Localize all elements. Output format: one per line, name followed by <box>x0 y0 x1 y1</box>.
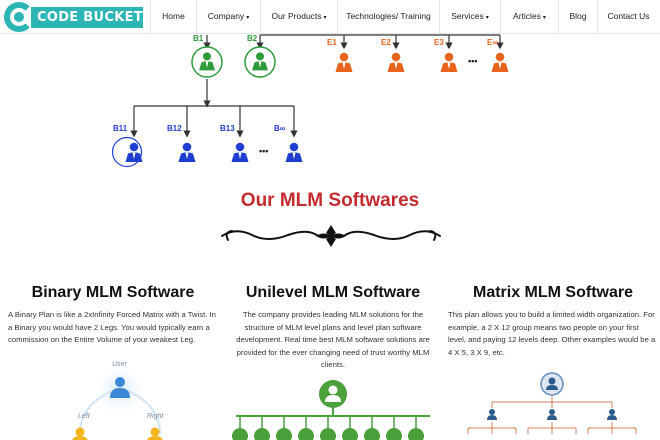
nav-articles[interactable]: Articles▾ <box>500 0 558 34</box>
tree-ellipsis-bottom: ••• <box>259 146 269 156</box>
tree-label-e2: E2 <box>381 38 391 47</box>
chevron-down-icon: ▾ <box>542 15 546 21</box>
nav-services[interactable]: Services▾ <box>439 0 500 34</box>
person-node-b13 <box>225 138 255 168</box>
tree-label-b12: B12 <box>167 124 182 133</box>
binary-tree-illustration <box>72 362 163 440</box>
nav-company[interactable]: Company▾ <box>196 0 260 34</box>
person-node-b-inf <box>279 138 309 168</box>
binary-user-label: User <box>112 361 127 368</box>
nav-contact-us[interactable]: Contact Us <box>597 0 659 34</box>
site-logo[interactable]: CODE BUCKET <box>4 2 143 32</box>
tree-label-b11: B11 <box>113 124 128 133</box>
main-menu: Home Company▾ Our Products▾ Technologies… <box>150 0 659 34</box>
tree-label-b-inf: B∞ <box>274 124 286 133</box>
unilevel-mlm-heading[interactable]: Unilevel MLM Software <box>245 284 421 301</box>
person-node-e2 <box>381 48 411 78</box>
tree-label-b13: B13 <box>220 124 235 133</box>
binary-left-label: Left <box>78 413 90 420</box>
unilevel-tree-illustration <box>232 380 430 440</box>
matrix-mlm-heading[interactable]: Matrix MLM Software <box>472 284 633 301</box>
tree-ellipsis: ••• <box>468 56 478 66</box>
matrix-mlm-column: Matrix MLM Software This plan allows you… <box>448 284 658 359</box>
top-navbar: CODE BUCKET Home Company▾ Our Products▾ … <box>0 0 660 34</box>
nav-our-products[interactable]: Our Products▾ <box>260 0 337 34</box>
unilevel-mlm-column: Unilevel MLM Software The company provid… <box>228 284 438 372</box>
tree-label-e1: E1 <box>327 38 337 47</box>
binary-mlm-description: A Binary Plan is like a 2xInfinity Force… <box>8 310 216 344</box>
binary-right-label: Right <box>147 413 164 420</box>
user-icon <box>110 377 130 398</box>
decorative-divider-icon <box>221 225 441 247</box>
chevron-down-icon: ▾ <box>323 15 327 21</box>
binary-mlm-column: Binary MLM Software A Binary Plan is lik… <box>8 284 218 347</box>
chevron-down-icon: ▾ <box>246 15 250 21</box>
matrix-mlm-description: This plan allows you to build a limited … <box>448 310 656 357</box>
logo-text: CODE BUCKET <box>31 7 143 28</box>
nav-home[interactable]: Home <box>150 0 196 34</box>
section-title: Our MLM Softwares <box>240 190 420 211</box>
tree-label-b2: B2 <box>247 34 258 43</box>
binary-mlm-heading[interactable]: Binary MLM Software <box>31 284 195 301</box>
right-user-icon <box>147 427 163 440</box>
tree-label-b1: B1 <box>193 34 204 43</box>
nav-technologies-training[interactable]: Technologies/ Training <box>337 0 439 34</box>
person-node-e1 <box>329 48 359 78</box>
logo-ring-icon <box>4 2 34 32</box>
person-node-b11 <box>119 138 149 168</box>
matrix-tree-illustration <box>467 372 637 434</box>
person-node-e-inf <box>485 48 515 78</box>
logo-dot-icon <box>14 12 24 22</box>
chevron-down-icon: ▾ <box>485 15 489 21</box>
person-node-b12 <box>172 138 202 168</box>
left-user-icon <box>72 427 88 440</box>
tree-label-e3: E3 <box>434 38 444 47</box>
nav-blog[interactable]: Blog <box>558 0 597 34</box>
person-node-e3 <box>434 48 464 78</box>
mlm-tree-diagram <box>111 34 515 168</box>
tree-label-e-inf: E∞ <box>487 38 499 47</box>
unilevel-mlm-description: The company provides leading MLM solutio… <box>236 310 430 369</box>
